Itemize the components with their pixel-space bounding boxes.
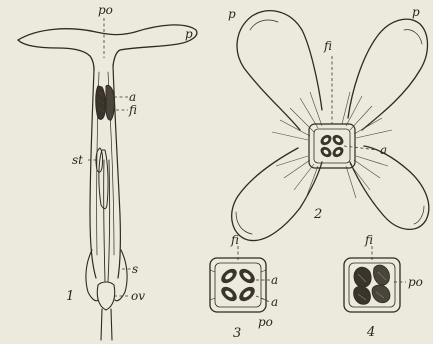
fig1-label-ov: ov — [131, 289, 145, 303]
fig3-stamens — [219, 266, 258, 304]
fig4-label-fi: fi — [364, 233, 373, 247]
figure-4-pollen-detail: fi po 4 — [344, 233, 423, 340]
fig1-label-p: p — [185, 27, 193, 41]
figure-2-corolla-front: p p fi a 2 — [228, 5, 429, 241]
fig3-number: 3 — [233, 326, 241, 341]
fig2-label-p-left: p — [228, 7, 236, 21]
fig2-stamens — [319, 133, 346, 160]
fig1-label-fi: fi — [128, 103, 137, 117]
fig1-label-a: a — [129, 90, 136, 104]
fig1-label-st: st — [72, 153, 83, 167]
fig3-label-a-upper: a — [271, 273, 278, 287]
figure-1-longitudinal-section: po p a fi st s ov 1 — [18, 3, 197, 340]
fig2-label-a: a — [380, 143, 387, 157]
fig2-number: 2 — [313, 207, 322, 222]
fig2-label-p-right: p — [412, 5, 420, 19]
fig2-label-fi: fi — [323, 39, 332, 53]
fig3-label-po: po — [258, 315, 273, 329]
fig4-number: 4 — [366, 325, 375, 340]
figure-3-throat-detail: fi a a po 3 — [210, 233, 278, 341]
fig1-label-po: po — [98, 3, 113, 17]
fig1-number: 1 — [66, 289, 74, 304]
fig4-label-po: po — [408, 275, 423, 289]
fig3-label-a-lower: a — [271, 295, 278, 309]
fig1-label-s: s — [132, 262, 138, 276]
fig4-pollen-masses — [354, 265, 390, 304]
fig3-label-fi: fi — [230, 233, 239, 247]
